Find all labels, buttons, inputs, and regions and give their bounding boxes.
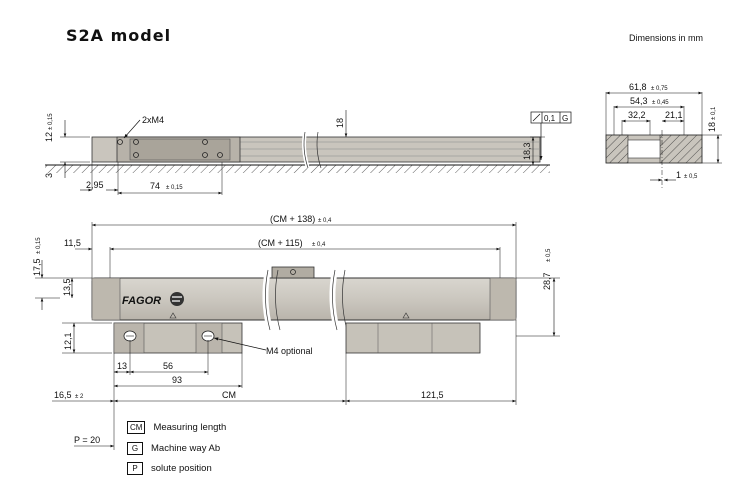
dim-18-end: 18 (707, 122, 717, 132)
units-note: Dimensions in mm (629, 33, 704, 43)
legend-text: solute position (151, 463, 212, 474)
svg-text:± 0,15: ± 0,15 (48, 113, 54, 130)
end-cap-left (91, 277, 121, 321)
front-view: (CM + 138) ± 0,4 (CM + 115) ± 0,4 11,5 1… (32, 214, 560, 450)
dim-12: 12 (44, 132, 54, 142)
dim-54-3: 54,3 (630, 96, 648, 106)
svg-text:28,7: 28,7 (542, 272, 552, 290)
svg-text:17,5: 17,5 (32, 258, 42, 276)
dim-3: 3 (44, 173, 54, 178)
svg-text:± 0,5: ± 0,5 (546, 248, 552, 262)
svg-text:18: 18 (335, 118, 345, 128)
end-view: 61,8 ± 0,75 54,3 ± 0,45 32,2 21,1 18 ± 0… (605, 82, 722, 188)
side-view: 2xM4 12 ± 0,15 3 2,95 74 ± 0,15 18 (44, 110, 572, 195)
mounting-block-right (345, 322, 481, 354)
dim-cm: CM (222, 390, 236, 400)
flatness-value: 0,1 (544, 114, 556, 123)
flatness-datum: G (562, 114, 568, 123)
dim-28-7: 28,7 (542, 272, 552, 290)
dim-12-tol: ± 0,15 (48, 113, 54, 130)
dim-74-tol: ± 0,15 (166, 185, 183, 191)
svg-text:18,3: 18,3 (522, 142, 532, 160)
dim-61-8-tol: ± 0,75 (651, 86, 668, 92)
svg-text:12: 12 (44, 132, 54, 142)
dim-54-3-tol: ± 0,45 (652, 100, 669, 106)
dim-17-5: 17,5 (32, 258, 42, 276)
legend-code: CM (127, 421, 146, 434)
svg-text:± 0,1: ± 0,1 (711, 106, 717, 120)
dim-cm-115: (CM + 115) (258, 238, 303, 248)
dim-18-end-tol: ± 0,1 (711, 106, 717, 120)
legend-item-cm: CM Measuring length (127, 421, 226, 434)
dim-56: 56 (163, 361, 173, 371)
legend-code: P (127, 462, 143, 475)
dim-16-5-tol: ± 2 (75, 394, 84, 400)
dim-61-8: 61,8 (629, 82, 647, 92)
dim-93: 93 (172, 375, 182, 385)
dim-17-5-tol: ± 0,15 (36, 237, 42, 254)
dim-21-1: 21,1 (665, 110, 683, 120)
dim-12-1: 12,1 (63, 332, 73, 350)
dim-11-5: 11,5 (64, 238, 81, 248)
flatness-tolerance-frame: 0,1 G (530, 111, 572, 124)
hole-label: 2xM4 (142, 115, 164, 125)
dim-13: 13 (117, 361, 127, 371)
dim-cm-138-tol: ± 0,4 (318, 218, 332, 224)
dim-1-tol: ± 0,5 (684, 174, 698, 180)
svg-text:± 0,15: ± 0,15 (36, 237, 42, 254)
legend-code: G (127, 442, 143, 455)
dim-32-2: 32,2 (628, 110, 646, 120)
dim-13-5: 13,5 (62, 278, 72, 296)
legend-item-g: G Machine way Ab (127, 442, 220, 455)
dim-28-7-tol: ± 0,5 (546, 248, 552, 262)
legend-item-p: P solute position (127, 462, 212, 475)
svg-text:12,1: 12,1 (63, 332, 73, 350)
page-title: S2A model (66, 26, 172, 45)
dim-16-5: 16,5 (54, 390, 72, 400)
legend-text: Measuring length (153, 422, 227, 433)
mounting-surface-hatch (45, 165, 550, 173)
svg-text:13,5: 13,5 (62, 278, 72, 296)
dim-18-3: 18,3 (522, 142, 532, 160)
dim-1: 1 (676, 170, 681, 180)
dim-74: 74 (150, 181, 160, 191)
dim-2-95: 2,95 (86, 180, 104, 190)
dim-121-5: 121,5 (421, 390, 444, 400)
m4-optional-note: M4 optional (266, 346, 313, 356)
svg-text:3: 3 (44, 173, 54, 178)
brand-logo-text: FAGOR (122, 295, 161, 307)
cable-connector (271, 266, 315, 279)
dim-18-side: 18 (335, 118, 345, 128)
dim-cm-115-tol: ± 0,4 (312, 242, 326, 248)
dim-cm-138: (CM + 138) (270, 214, 315, 224)
end-cap-right (489, 277, 517, 321)
fagor-logo-icon (170, 292, 184, 306)
dim-p: P = 20 (74, 435, 100, 445)
m4-hole-icon (123, 330, 215, 342)
svg-text:18: 18 (707, 122, 717, 132)
legend-text: Machine way Ab (151, 443, 221, 454)
screw-hole-icon (117, 139, 223, 158)
